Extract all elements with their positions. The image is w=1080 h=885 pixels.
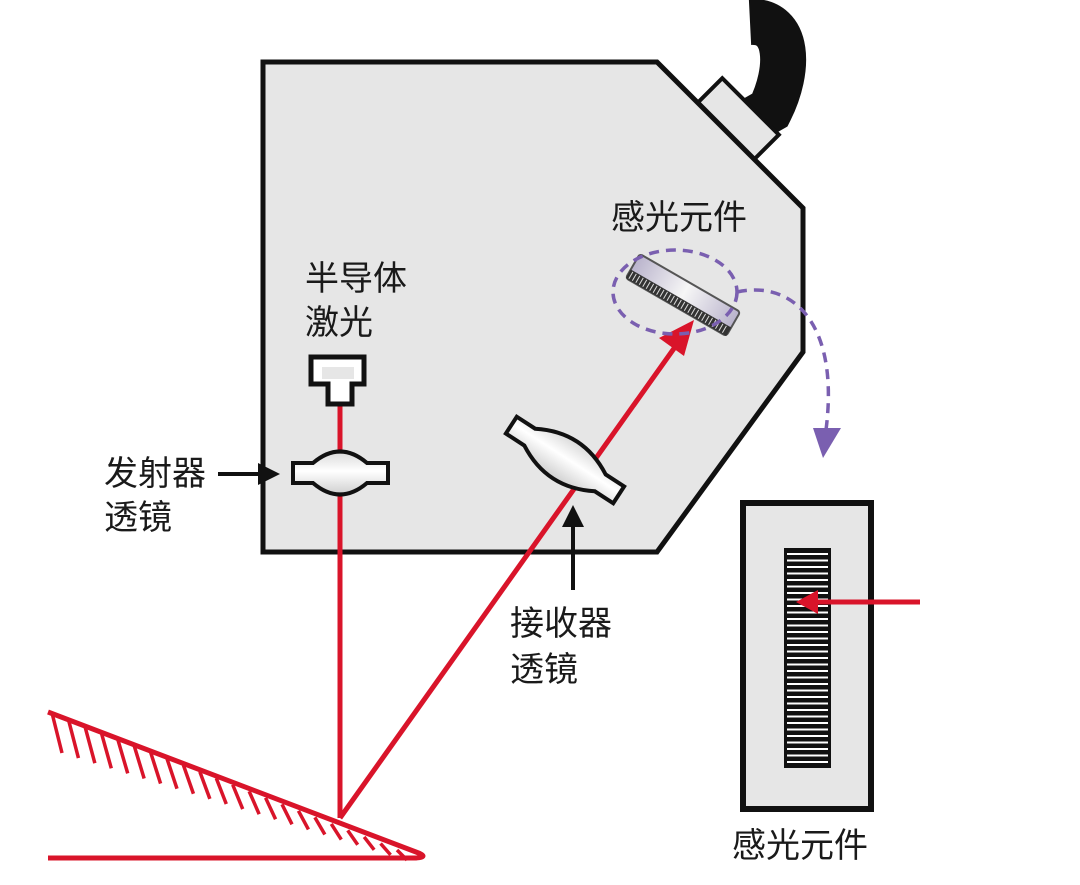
hatch-mark (296, 810, 310, 831)
receiver-lens-pointer-head (562, 505, 584, 527)
sensor-housing (260, 59, 806, 555)
sensor-cell-tick (663, 291, 668, 300)
hatch-mark (66, 719, 81, 759)
hatch-mark (247, 790, 261, 815)
sensor-cell-tick (642, 279, 648, 288)
callout-arrow-path (736, 288, 831, 431)
sensor-cell-tick (635, 275, 641, 284)
target-surface (47, 709, 426, 862)
light-sensing-element (625, 253, 741, 337)
semiconductor-laser-label-line1: 半导体 (305, 259, 407, 299)
receiver-lens-label-line2: 透镜 (510, 650, 578, 690)
hatch-mark (50, 712, 64, 754)
sensor-cell-tick (683, 303, 689, 312)
sensor-cell-tick (708, 317, 713, 326)
hatch-mark (313, 816, 327, 836)
hatch-mark (181, 764, 196, 795)
reflected-laser-beam (337, 338, 683, 820)
hatch-mark (395, 848, 409, 862)
emitter-lens-label-line1: 发射器 (104, 454, 206, 494)
incident-beam-arrowhead (796, 590, 818, 614)
hatch-mark (83, 725, 97, 764)
sensor-cell-tick (721, 325, 727, 334)
sensor-cell-tick (673, 297, 679, 306)
sensor-cell-tick (628, 271, 634, 280)
sensor-cell-tick (687, 305, 693, 314)
sensor-cell-tick (631, 273, 637, 282)
sensor-cell-tick (659, 289, 665, 298)
hatch-mark (99, 732, 113, 769)
sensor-cell-tick (694, 309, 700, 318)
sensor-cell-tick (645, 281, 651, 290)
sensor-element-label-bottom: 感光元件 (732, 826, 868, 866)
sensor-cell-tick (718, 323, 724, 332)
sensor-cell-tick (676, 299, 682, 308)
hatch-mark (231, 784, 245, 810)
sensor-element-enlarged (740, 500, 874, 812)
callout-arrowhead (813, 428, 841, 458)
hatch-mark (379, 842, 392, 857)
sensor-cell-tick (656, 287, 662, 296)
hatch-mark (263, 797, 278, 820)
cable (723, 0, 807, 150)
sensor-element-label-top: 感光元件 (611, 198, 747, 238)
reflected-beam-arrowhead (659, 320, 694, 356)
hatch-mark (132, 745, 146, 779)
hatch-mark (165, 758, 179, 790)
sensor-cell-tick (690, 307, 696, 316)
receiver-lens-label-line1: 接收器 (510, 604, 612, 644)
receiver-lens (503, 413, 627, 507)
hatch-mark (362, 835, 376, 851)
emitter-lens (291, 449, 390, 497)
hatch-mark (329, 822, 343, 841)
sensor-cell-tick (649, 283, 655, 292)
sensor-cell-tick (704, 315, 710, 324)
emitter-lens-pointer-head (258, 463, 280, 485)
sensor-cell-tick (697, 311, 703, 320)
semiconductor-laser-label-line2: 激光 (305, 303, 373, 343)
sensor-cell-tick (666, 293, 672, 302)
hatch-mark (198, 771, 212, 800)
sensor-cell-tick (670, 295, 675, 304)
hatch-mark (116, 738, 130, 774)
sensor-cell-tick (652, 285, 658, 294)
sensor-cell-tick (680, 301, 686, 310)
hatch-mark (214, 777, 228, 805)
hatch-mark (280, 803, 294, 826)
sensor-cell-tick (701, 313, 707, 322)
emitter-lens-label-line2: 透镜 (104, 498, 172, 538)
hatch-mark (148, 751, 163, 785)
sensor-cell-tick (638, 277, 644, 286)
hatch-mark (346, 829, 360, 846)
